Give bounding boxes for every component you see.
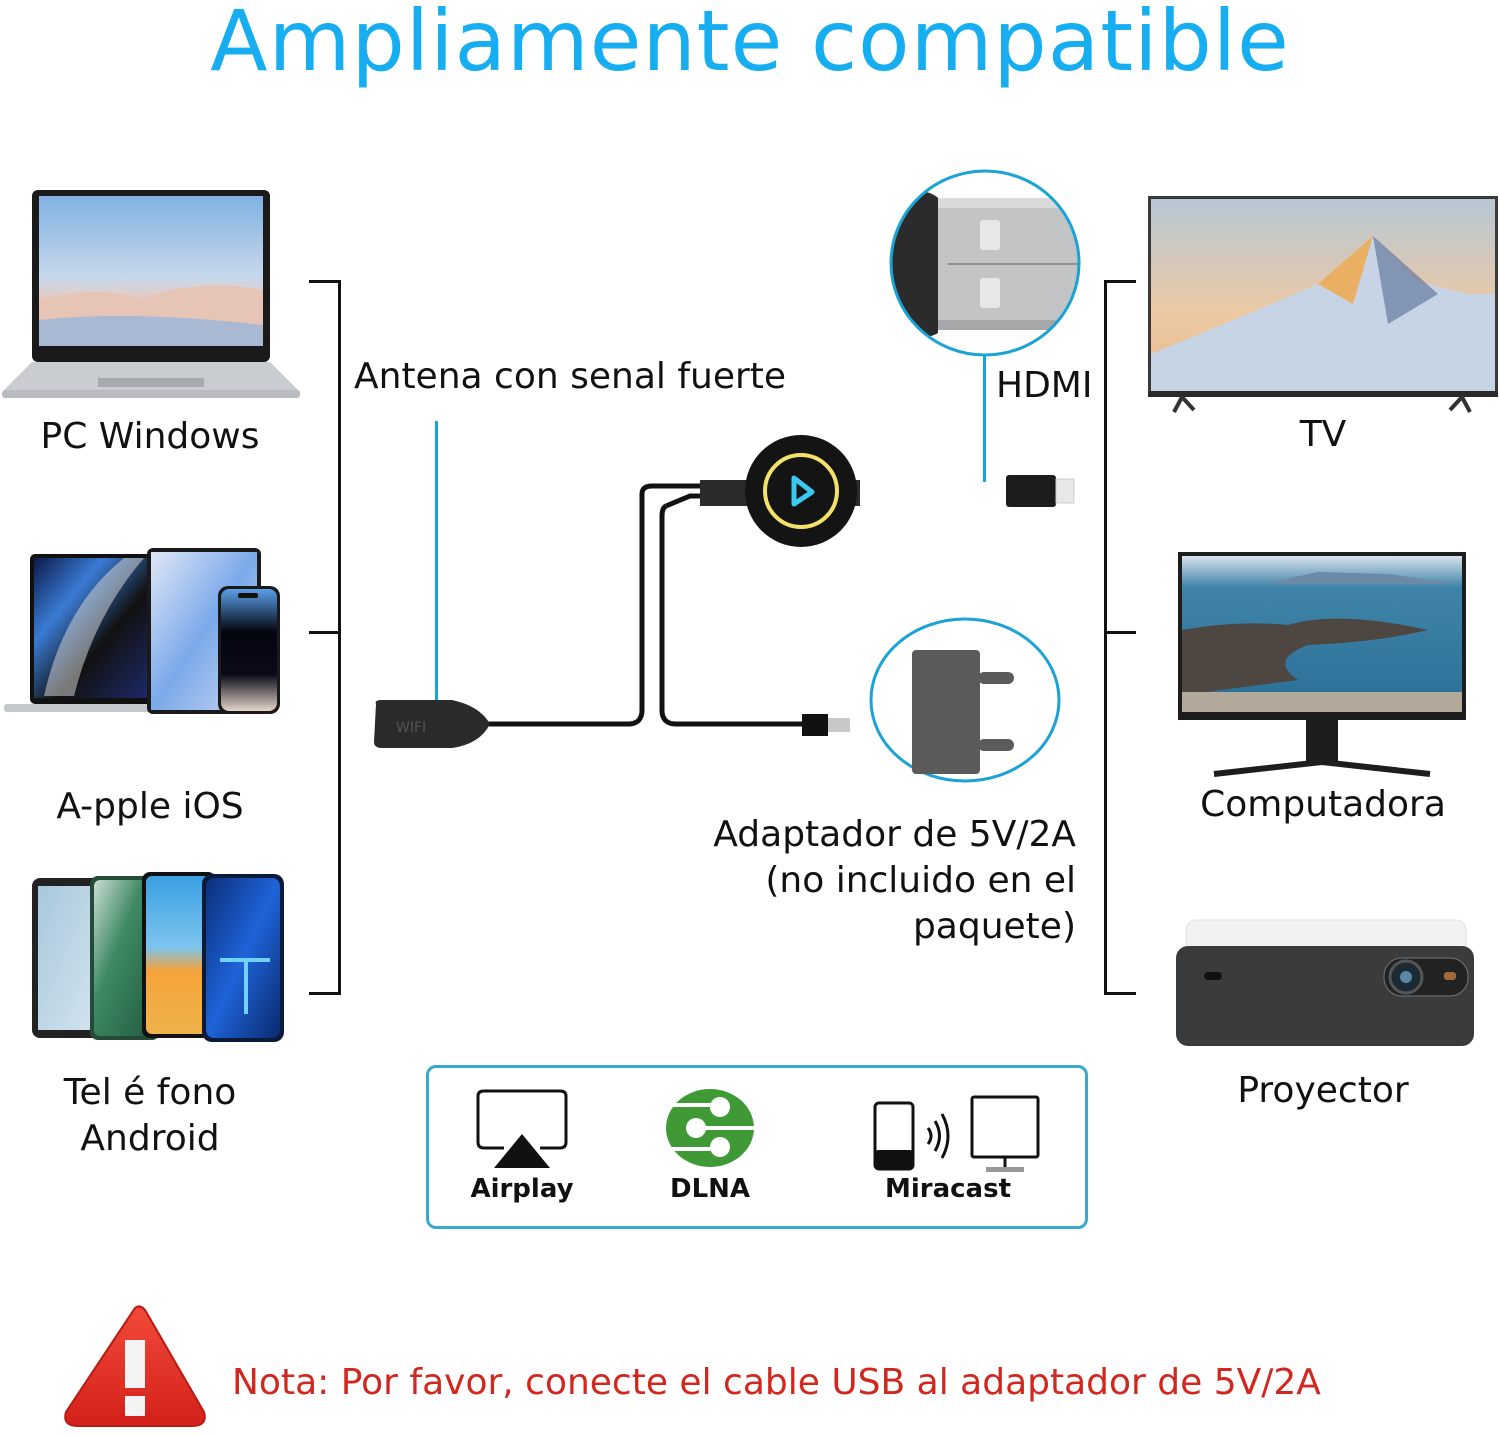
right-bracket: [1104, 280, 1136, 995]
miracast-icon: [872, 1094, 1044, 1176]
protocol-label-miracast: Miracast: [884, 1174, 1011, 1204]
adapter-callout-line2: (no incluido en el paquete): [765, 860, 1076, 947]
monitor-icon: [1178, 550, 1468, 780]
dlna-icon: [664, 1088, 756, 1168]
android-phones-icon: [30, 870, 286, 1042]
target-label-proyector: Proyector: [1237, 1070, 1409, 1111]
tv-icon: [1148, 194, 1498, 416]
source-label-apple-ios: A-pple iOS: [56, 786, 244, 827]
source-label-android-line1: Tel é fono: [63, 1072, 237, 1113]
right-bracket-mid-tick: [1106, 631, 1136, 634]
antenna-wifi-tag: WIFI: [396, 720, 426, 736]
projector-icon: [1174, 918, 1476, 1052]
laptop-icon: [2, 190, 300, 402]
adapter-callout-line1: Adaptador de 5V/2A: [713, 814, 1076, 855]
page-title: Ampliamente compatible: [210, 0, 1290, 90]
apple-devices-icon: [4, 546, 282, 716]
left-bracket-mid-tick: [309, 631, 339, 634]
hdmi-connector-zoom-icon: [888, 168, 1082, 358]
target-label-tv: TV: [1299, 414, 1347, 455]
protocol-label-airplay: Airplay: [470, 1174, 574, 1204]
hdmi-plug-icon: [1006, 473, 1076, 509]
hdmi-callout: HDMI: [996, 365, 1093, 406]
left-bracket: [309, 280, 341, 995]
airplay-icon: [474, 1088, 570, 1170]
source-label-android-line2: Android: [80, 1118, 220, 1159]
antenna-callout: Antena con senal fuerte: [354, 356, 787, 397]
dongle-icon: [744, 434, 858, 548]
protocols-panel: [426, 1065, 1088, 1229]
adapter-callout: Adaptador de 5V/2A (no incluido en el pa…: [600, 812, 1076, 950]
power-adapter-icon: [868, 616, 1064, 784]
antenna-callout-line: [435, 421, 438, 714]
source-label-android: Tel é fono Android: [0, 1070, 300, 1162]
warning-icon: [62, 1302, 208, 1430]
hdmi-callout-line: [983, 352, 986, 482]
target-label-computadora: Computadora: [1200, 784, 1446, 825]
usb-adapter-note: Nota: Por favor, conecte el cable USB al…: [232, 1362, 1321, 1403]
source-label-pc-windows: PC Windows: [40, 416, 260, 457]
protocol-label-dlna: DLNA: [669, 1174, 751, 1204]
